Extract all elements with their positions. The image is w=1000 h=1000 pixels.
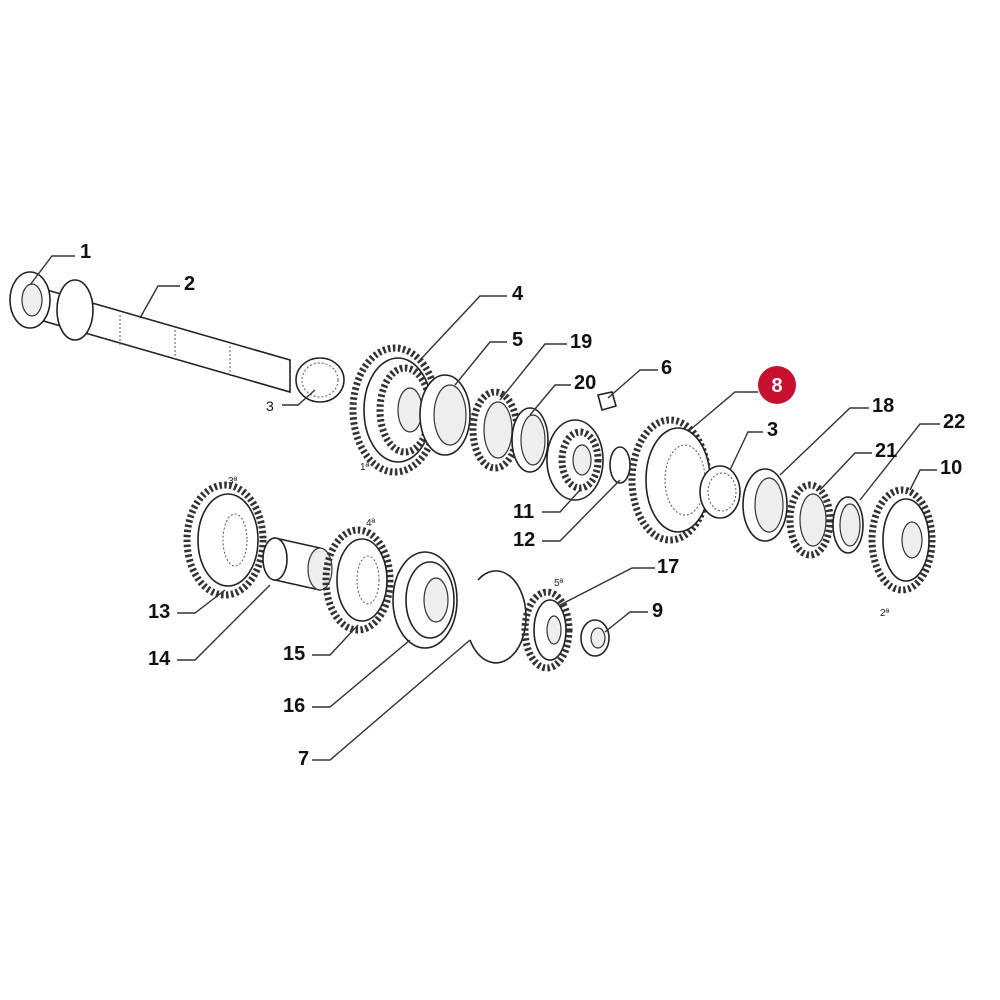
gear-mark-fifth: 5ª [554, 578, 564, 589]
callout-11[interactable]: 11 [513, 501, 534, 523]
callout-18[interactable]: 18 [872, 395, 894, 417]
part-sleeve-gear-8[interactable] [628, 416, 712, 544]
callout-3b[interactable]: 3 [767, 419, 778, 441]
callout-16[interactable]: 16 [283, 695, 305, 717]
gear-mark-second: 2ª [880, 608, 890, 619]
part-ring-22[interactable] [832, 496, 864, 554]
part-gear-10-second[interactable] [868, 486, 936, 594]
callout-17[interactable]: 17 [657, 556, 679, 578]
gear-mark-third: 3ª [228, 476, 238, 487]
part-gear-4-first[interactable] [349, 344, 441, 476]
callout-8-highlighted[interactable]: 8 [758, 366, 796, 404]
part-gear-15-fourth[interactable] [322, 526, 394, 634]
part-synchro-21[interactable] [786, 481, 834, 559]
part-bearing-16[interactable] [392, 551, 458, 649]
callout-10[interactable]: 10 [940, 457, 962, 479]
callout-19[interactable]: 19 [570, 331, 592, 353]
gear-mark-first: 1ª [360, 462, 370, 473]
part-needle-bearing-3a[interactable] [295, 357, 345, 403]
part-synchro-19[interactable] [469, 388, 521, 472]
part-hub-11[interactable] [546, 419, 604, 501]
callout-13[interactable]: 13 [148, 601, 170, 623]
callout-8[interactable]: 8 [771, 375, 782, 397]
part-gear-17-fifth[interactable] [521, 588, 573, 672]
part-pin-6[interactable] [597, 391, 617, 411]
leader-lines [29, 255, 940, 761]
callout-2[interactable]: 2 [184, 273, 195, 295]
part-bearing-1[interactable] [9, 271, 51, 329]
callout-6[interactable]: 6 [661, 357, 672, 379]
part-ring-20[interactable] [511, 407, 549, 473]
part-shaft[interactable] [39, 279, 291, 394]
callout-21[interactable]: 21 [875, 440, 897, 462]
callout-9[interactable]: 9 [652, 600, 663, 622]
callout-5[interactable]: 5 [512, 329, 523, 351]
callout-14[interactable]: 14 [148, 648, 171, 670]
part-nut-9[interactable] [580, 619, 610, 657]
callout-7[interactable]: 7 [298, 748, 309, 770]
part-sleeve-14[interactable] [262, 537, 333, 591]
callout-15[interactable]: 15 [283, 643, 305, 665]
gear-mark-fourth: 4ª [366, 518, 376, 529]
callout-20[interactable]: 20 [574, 372, 596, 394]
part-ring-18[interactable] [742, 468, 788, 542]
callout-12[interactable]: 12 [513, 529, 535, 551]
callout-22[interactable]: 22 [943, 411, 965, 433]
part-ring-12[interactable] [609, 446, 631, 484]
callout-1[interactable]: 1 [80, 241, 91, 263]
callout-3a[interactable]: 3 [266, 398, 274, 414]
callout-4[interactable]: 4 [512, 283, 524, 305]
part-gear-13-third[interactable] [183, 481, 267, 599]
part-ring-5[interactable] [419, 374, 471, 456]
part-needle-bearing-3b[interactable] [699, 465, 741, 519]
part-snap-ring-7[interactable] [469, 570, 527, 664]
